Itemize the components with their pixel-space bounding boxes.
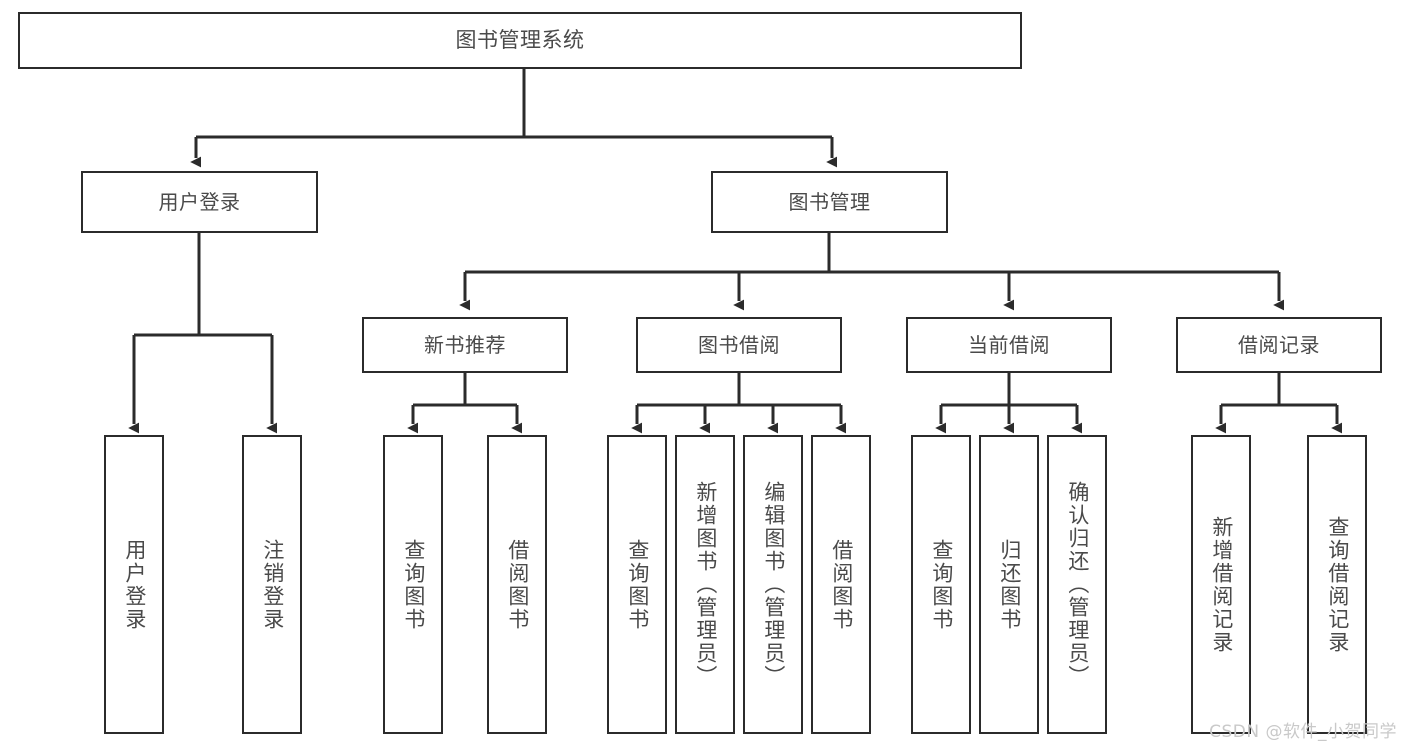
node-user-login[interactable]: 用户登录 [81, 171, 318, 233]
leaf-borrow-book[interactable]: 借阅图书 [811, 435, 871, 734]
node-new-book-recommend[interactable]: 新书推荐 [362, 317, 568, 373]
node-label: 查询图书 [401, 538, 426, 631]
watermark-text: CSDN @软件_小贺同学 [1209, 722, 1397, 742]
node-label: 借阅图书 [829, 538, 854, 631]
node-label: 借阅记录 [1238, 332, 1320, 357]
node-label: 新增图书（管理员） [693, 481, 718, 688]
node-label: 用户登录 [122, 538, 147, 631]
leaf-add-book-admin[interactable]: 新增图书（管理员） [675, 435, 735, 734]
node-label: 确认归还（管理员） [1065, 481, 1090, 688]
node-label: 归还图书 [997, 538, 1022, 631]
leaf-user-logout[interactable]: 注销登录 [242, 435, 302, 734]
node-label: 图书管理系统 [455, 28, 585, 53]
leaf-borrow-book-recommend[interactable]: 借阅图书 [487, 435, 547, 734]
node-root-system[interactable]: 图书管理系统 [18, 12, 1022, 69]
node-book-management[interactable]: 图书管理 [711, 171, 948, 233]
node-label: 图书管理 [788, 189, 871, 214]
leaf-user-login[interactable]: 用户登录 [104, 435, 164, 734]
node-label: 编辑图书（管理员） [761, 481, 786, 688]
node-label: 新书推荐 [424, 332, 506, 357]
node-label: 图书借阅 [698, 332, 780, 357]
node-borrow-record[interactable]: 借阅记录 [1176, 317, 1382, 373]
leaf-return-book[interactable]: 归还图书 [979, 435, 1039, 734]
node-label: 借阅图书 [505, 538, 530, 631]
leaf-query-book-current[interactable]: 查询图书 [911, 435, 971, 734]
node-book-borrow[interactable]: 图书借阅 [636, 317, 842, 373]
node-label: 查询借阅记录 [1325, 515, 1350, 654]
leaf-edit-book-admin[interactable]: 编辑图书（管理员） [743, 435, 803, 734]
node-label: 当前借阅 [968, 332, 1050, 357]
leaf-query-borrow-record[interactable]: 查询借阅记录 [1307, 435, 1367, 734]
node-label: 查询图书 [929, 538, 954, 631]
node-label: 用户登录 [158, 189, 241, 214]
node-label: 查询图书 [625, 538, 650, 631]
node-current-borrow[interactable]: 当前借阅 [906, 317, 1112, 373]
node-label: 注销登录 [260, 538, 285, 631]
leaf-query-book-borrow[interactable]: 查询图书 [607, 435, 667, 734]
leaf-add-borrow-record[interactable]: 新增借阅记录 [1191, 435, 1251, 734]
node-label: 新增借阅记录 [1209, 515, 1234, 654]
leaf-query-book-recommend[interactable]: 查询图书 [383, 435, 443, 734]
leaf-confirm-return-admin[interactable]: 确认归还（管理员） [1047, 435, 1107, 734]
